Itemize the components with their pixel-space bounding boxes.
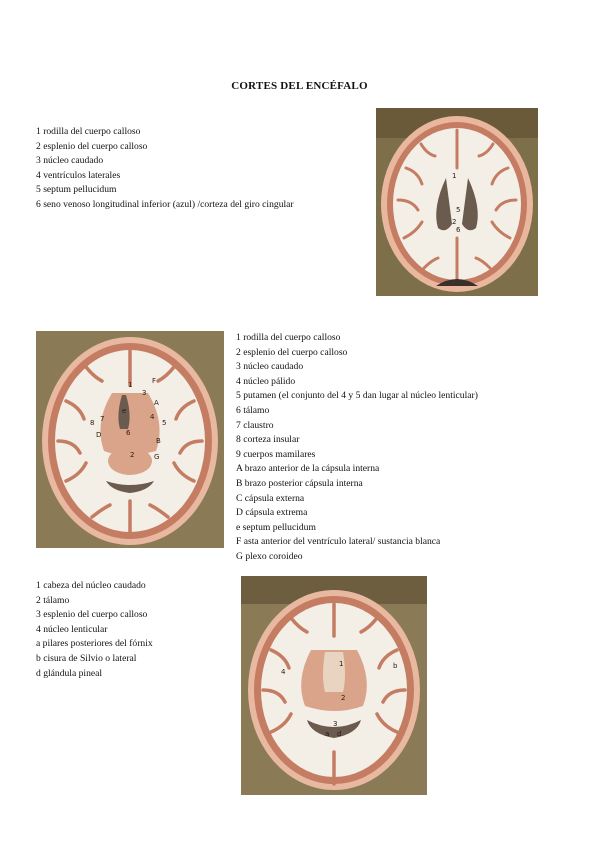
photo3-label: a bbox=[325, 730, 329, 738]
photo2-label: 8 bbox=[90, 419, 94, 427]
photo2-label: G bbox=[154, 453, 159, 461]
photo3-label: d bbox=[337, 730, 341, 738]
section2-legend-item: 5 putamen (el conjunto del 4 y 5 dan lug… bbox=[236, 390, 478, 402]
photo1-label: 6 bbox=[456, 226, 461, 234]
photo2-label: F bbox=[152, 377, 156, 385]
photo2-label: 3 bbox=[142, 389, 146, 397]
photo1-label: 5 bbox=[456, 206, 460, 214]
section3-legend-item: a pilares posteriores del fórnix bbox=[36, 638, 153, 650]
section1-legend-item: 4 ventrículos laterales bbox=[36, 169, 121, 181]
photo2-label: 4 bbox=[150, 413, 155, 421]
section3-legend-item: 2 tálamo bbox=[36, 594, 70, 606]
section1-legend-item: 2 esplenio del cuerpo calloso bbox=[36, 140, 148, 152]
section2-legend-item: D cápsula extrema bbox=[236, 507, 308, 519]
section3-legend-item: 3 esplenio del cuerpo calloso bbox=[36, 609, 148, 621]
section2-legend-item: 9 cuerpos mamilares bbox=[236, 448, 316, 460]
photo2-label: 5 bbox=[162, 419, 166, 427]
section2-legend-item: 7 claustro bbox=[236, 419, 274, 431]
section1-legend-item: 5 septum pellucidum bbox=[36, 184, 117, 196]
photo2-label: 6 bbox=[126, 429, 131, 437]
photo2-label: B bbox=[156, 437, 161, 445]
photo2-label: 7 bbox=[100, 415, 104, 423]
section2-legend-item: F asta anterior del ventrículo lateral/ … bbox=[236, 536, 441, 548]
photo2-label: 2 bbox=[130, 451, 134, 459]
photo2-label: D bbox=[96, 431, 101, 439]
photo2-label: e bbox=[122, 407, 126, 415]
section1-legend-item: 6 seno venoso longitudinal inferior (azu… bbox=[36, 198, 294, 210]
photo1-label: 2 bbox=[452, 218, 456, 226]
brain-section-photo-3: 1 4 2 3 a b d bbox=[241, 576, 427, 795]
brain-section-photo-2: 1 F 3 A 4 5 7 8 D 6 B 2 G e bbox=[36, 331, 224, 548]
brain-section-photo-1: 1 2 5 6 bbox=[376, 108, 538, 296]
photo3-label: 4 bbox=[281, 668, 286, 676]
page-title: CORTES DEL ENCÉFALO bbox=[231, 80, 368, 92]
section3-legend: 1 cabeza del núcleo caudado 2 tálamo 3 esp… bbox=[36, 579, 153, 681]
section3-legend-item: d glándula pineal bbox=[36, 667, 103, 679]
section1-legend: 1 rodilla del cuerpo calloso 2 esplenio d… bbox=[36, 125, 294, 213]
photo1-label: 1 bbox=[452, 172, 456, 180]
section1-legend-item: 3 núcleo caudado bbox=[36, 155, 104, 167]
section3-legend-item: 4 núcleo lenticular bbox=[36, 623, 108, 635]
section2-legend-item: C cápsula externa bbox=[236, 492, 305, 504]
section2-legend-item: 2 esplenio del cuerpo calloso bbox=[236, 346, 348, 358]
photo2-label: 1 bbox=[128, 381, 132, 389]
section2-legend-item: 6 tálamo bbox=[236, 404, 270, 416]
section2-legend-item: 1 rodilla del cuerpo calloso bbox=[236, 332, 341, 343]
section2-legend-item: G plexo coroideo bbox=[236, 550, 303, 562]
photo2-label: A bbox=[154, 399, 159, 407]
photo3-label: 1 bbox=[339, 660, 343, 668]
section2-legend-item: 4 núcleo pálido bbox=[236, 375, 296, 387]
section3-legend-item: b cisura de Silvio o lateral bbox=[36, 652, 137, 664]
section2-legend-item: 8 corteza insular bbox=[236, 434, 300, 446]
photo3-label: 3 bbox=[333, 720, 337, 728]
photo3-label: b bbox=[393, 662, 398, 670]
section2-legend-item: A brazo anterior de la cápsula interna bbox=[236, 463, 380, 475]
section2-legend-item: e septum pellucidum bbox=[236, 521, 316, 533]
section2-legend-item: 3 núcleo caudado bbox=[236, 361, 304, 373]
section1-legend-item: 1 rodilla del cuerpo calloso bbox=[36, 126, 141, 137]
section2-legend-item: B brazo posterior cápsula interna bbox=[236, 477, 363, 489]
section3-legend-item: 1 cabeza del núcleo caudado bbox=[36, 580, 146, 591]
photo3-label: 2 bbox=[341, 694, 345, 702]
section2-legend: 1 rodilla del cuerpo calloso 2 esplenio d… bbox=[236, 331, 478, 565]
